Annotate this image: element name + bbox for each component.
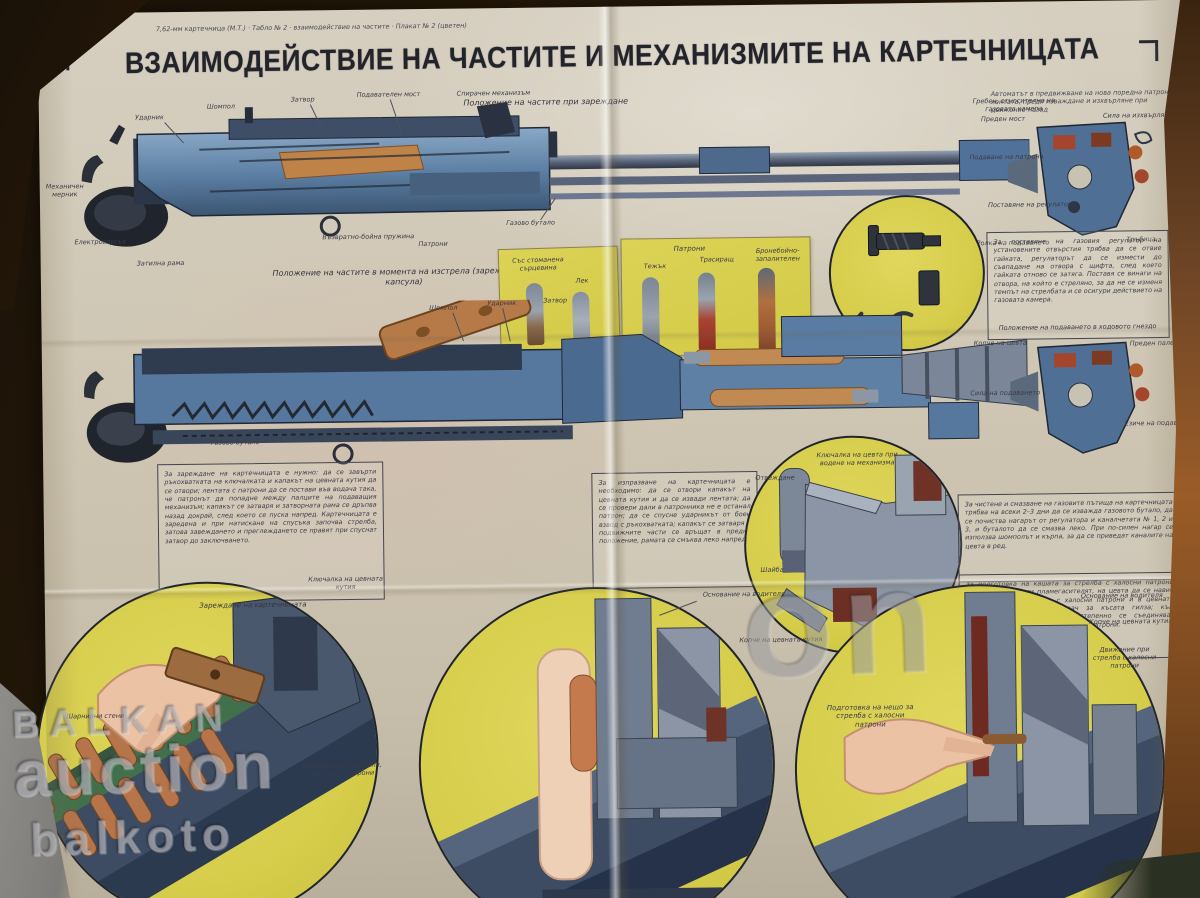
blank-circle-label: Копче на цевната кутия <box>1089 616 1173 626</box>
bullet-label: Трасиращ <box>699 255 734 264</box>
text-block-unloading: За изпразване на картечницата е необходи… <box>591 470 759 589</box>
blank-circle-label: Основание на водителя <box>1080 591 1163 601</box>
insert-circle-label: Копче на цевната кутия <box>739 635 823 645</box>
bullets-header: Патрони <box>673 244 706 253</box>
gun-top-label: Затвор <box>290 95 315 104</box>
loading-circle-label: Издаване на водителя, лентата с патрони <box>301 760 382 778</box>
gun-mid-label: Ударник <box>487 298 517 308</box>
loading-circle <box>34 579 381 898</box>
gun-top-label: Шомпол <box>206 102 236 111</box>
gun-top-label: Патрони <box>418 239 448 249</box>
gun-top-label: Ударник <box>134 113 164 122</box>
feed-detail-mid-label: Преден палец <box>1129 338 1179 348</box>
blank-circle-label: Движение при стрелба с халосни патрони <box>1092 645 1157 670</box>
loading-circle-caption: Зареждане на картечницата <box>199 600 307 610</box>
loading-drawing <box>36 589 379 898</box>
bullet-label: Тежък <box>643 262 667 271</box>
blank-circle-caption: Подготовка на нещо за стрелба с халосни … <box>826 703 914 729</box>
feed-detail-label: Преден мост <box>980 114 1026 124</box>
bullet-label: Лек <box>575 276 589 285</box>
poster-sheet: 7,62-мм картечница (М.Т.) · Табло № 2 · … <box>34 0 1197 898</box>
feed-detail-mid-label: Сила на подаването <box>970 388 1041 398</box>
loading-circle-label: Ключалка на цевната кутия <box>308 574 383 591</box>
parts-circle-label: Поставяне на регулатора <box>988 200 1077 210</box>
insert-circle-label: Основание на водителя <box>702 589 785 599</box>
mechanism-label: Отвеждане <box>755 473 795 482</box>
gun-top-label: Електроспусък <box>74 237 127 247</box>
gun-mid-label: Газово бутало <box>210 438 260 447</box>
gun-top-label: Затилна рама <box>136 258 185 268</box>
gun-top-label: Възвратно-бойна пружина <box>322 232 415 242</box>
bullet-label: Със стоманена сърцевина <box>512 255 564 273</box>
loading-circle-label: Шарнирни стени <box>66 711 125 721</box>
bullet-label: Бронебойно-запалителен <box>755 246 800 263</box>
feed-detail-mid-drawing <box>1010 341 1150 454</box>
poster-header-note: 7,62-мм картечница (М.Т.) · Табло № 2 · … <box>155 21 467 34</box>
poster-title: ВЗАИМОДЕЙСТВИЕ НА ЧАСТИТЕ И МЕХАНИЗМИТЕ … <box>124 31 1100 80</box>
title-row: ВЗАИМОДЕЙСТВИЕ НА ЧАСТИТЕ И МЕХАНИЗМИТЕ … <box>66 30 1159 89</box>
mechanism-label: Ключалка на цевта при водене на механизм… <box>816 450 898 467</box>
feed-detail-top-drawing <box>1007 121 1153 236</box>
feed-detail-label: Сила на изхвърляне <box>1102 110 1173 120</box>
feed-detail-label: Подаване на патрона <box>969 152 1044 162</box>
insert-cartridge-drawing <box>418 597 776 898</box>
gun-top-label: Механичен мерник <box>45 182 84 199</box>
feed-detail-mid-label: Копче на цевта <box>973 338 1027 348</box>
gun-top-label: Подавателен мост <box>356 90 421 99</box>
mechanism-label: Шайба <box>760 565 784 574</box>
gun-top-label: Газово бутало <box>506 218 555 228</box>
title-right-bracket <box>1139 40 1159 62</box>
gun-mid-label: Шомпол <box>429 303 458 312</box>
text-block-gas-cleaning: За чистене и смазване на газовите пътища… <box>957 491 1181 583</box>
gun-mid-label: Затвор <box>543 296 568 305</box>
insert-cartridge-circle <box>416 584 778 898</box>
